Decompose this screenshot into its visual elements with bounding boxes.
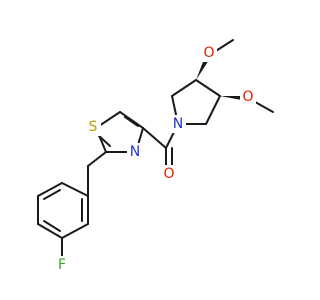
double-bond-inner	[43, 189, 61, 200]
methoxy-oxygen-label: O	[203, 45, 214, 61]
bond	[171, 79, 197, 97]
thiazole-ring	[95, 111, 144, 153]
sulfur-label: S	[89, 119, 98, 135]
methoxy-oxygen-label: O	[242, 89, 253, 105]
fluorine-label: F	[58, 257, 66, 273]
label-bg	[54, 256, 70, 274]
atom-labels: S N N O O O F	[54, 44, 256, 274]
bond	[205, 95, 221, 125]
bond	[119, 111, 144, 129]
bond	[37, 223, 63, 239]
label-bg	[240, 88, 256, 106]
label-bg	[161, 165, 177, 183]
bond	[195, 79, 221, 97]
label-bg	[127, 143, 143, 161]
carbonyl-oxygen-label: O	[163, 166, 174, 182]
label-bg	[170, 115, 186, 133]
fluorophenyl-ring	[37, 182, 89, 259]
molecule-structure: S N N O O O F	[37, 39, 274, 274]
methylene-bond	[87, 151, 107, 167]
bond	[61, 182, 89, 197]
pyrrolidine-nitrogen-label: N	[173, 116, 183, 132]
thiazole-nitrogen-label: N	[130, 144, 140, 160]
double-bond-inner	[43, 220, 61, 232]
label-bg	[85, 118, 101, 136]
bond	[142, 127, 167, 149]
bond	[61, 223, 89, 239]
label-bg	[201, 44, 217, 62]
double-bond-inner	[124, 116, 139, 127]
bond	[37, 182, 63, 197]
double-bond-inner	[97, 134, 111, 147]
